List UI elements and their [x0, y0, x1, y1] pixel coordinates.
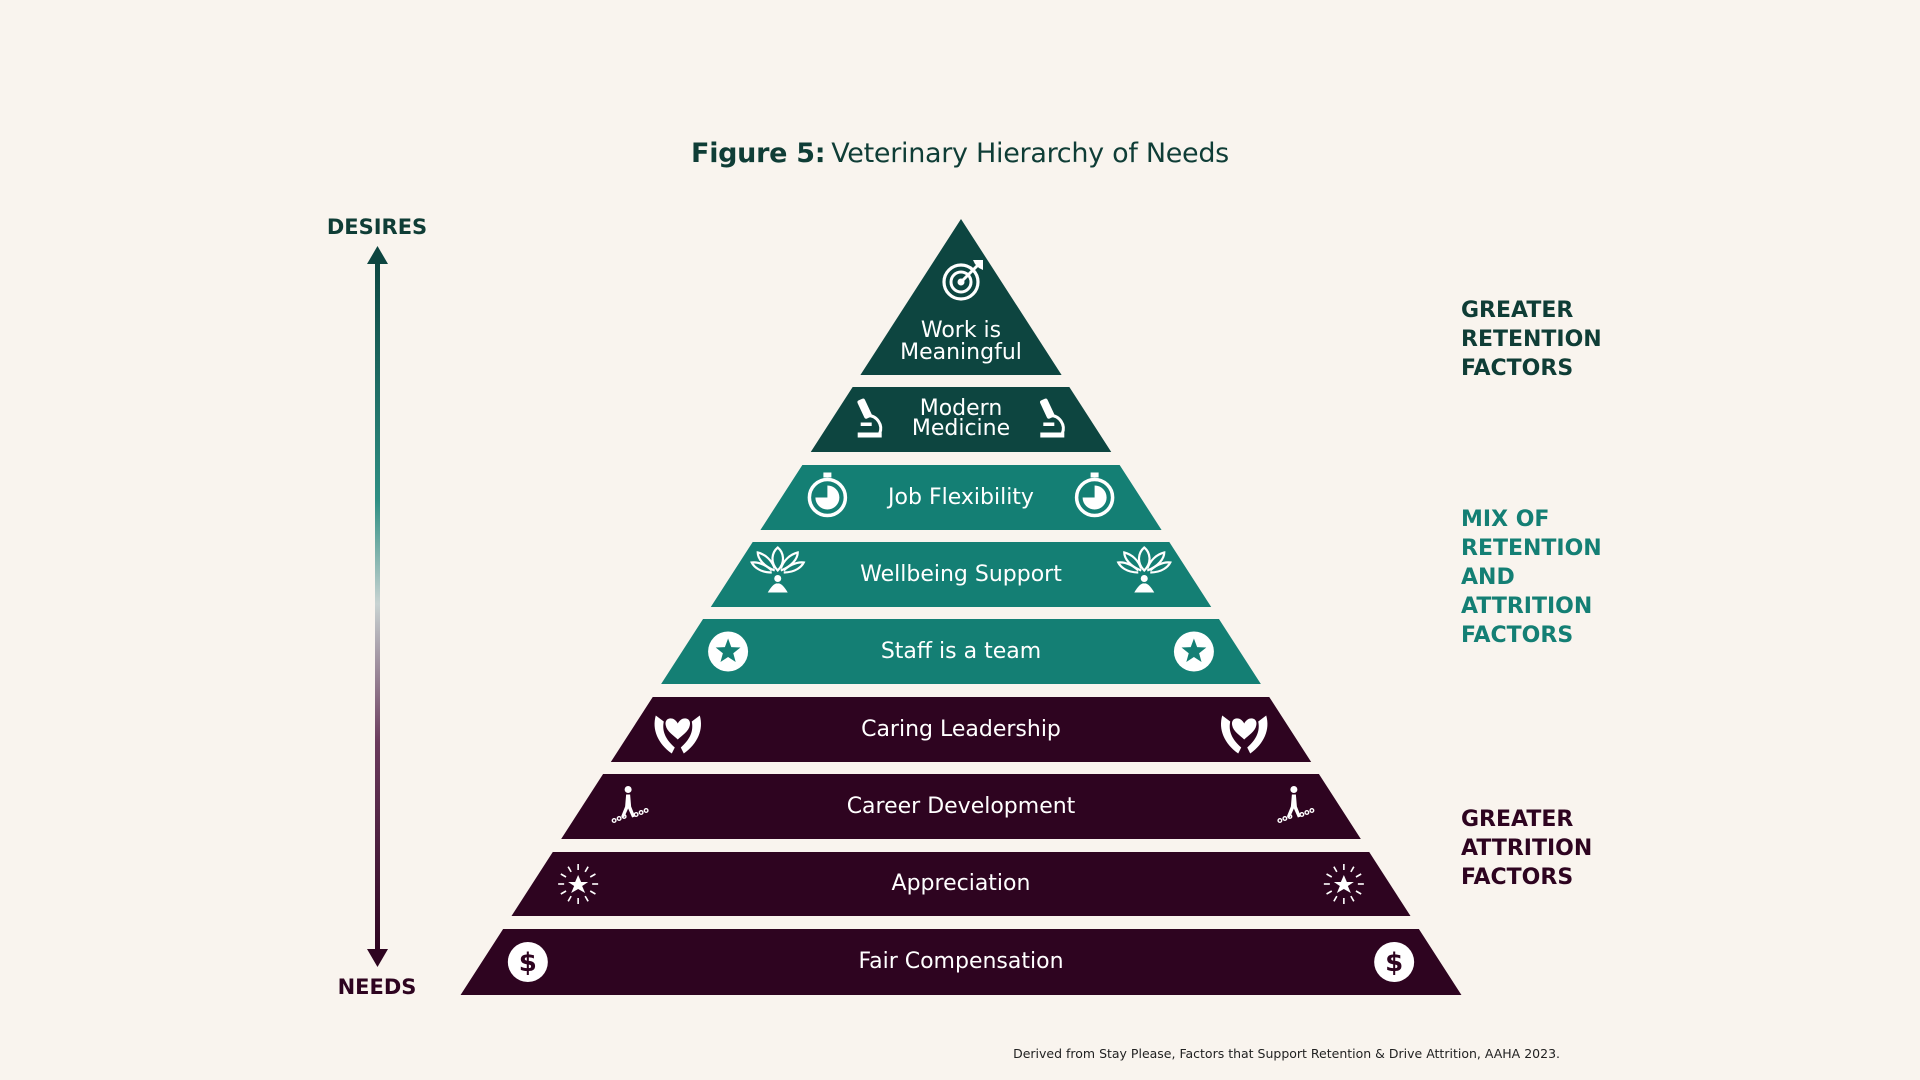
level-label-wellbeing-support: Wellbeing Support	[860, 561, 1062, 587]
level-label-career-development: Career Development	[846, 793, 1076, 819]
dollar-coin-icon: $	[507, 942, 548, 982]
pyramid-level-wellbeing-support	[710, 542, 1212, 607]
level-label-job-flexibility: Job Flexibility	[888, 484, 1034, 510]
heart-hands-icon	[654, 715, 701, 754]
microscope-icon	[857, 398, 883, 438]
level-label-appreciation: Appreciation	[891, 871, 1031, 896]
star-icon	[708, 631, 749, 672]
axis-bottom-label: NEEDS	[337, 975, 417, 999]
side-label-attrition: GREATER ATTRITION FACTORS	[1461, 807, 1593, 890]
pyramid-level-job-flexibility	[760, 465, 1162, 530]
source-note: Derived from Stay Please, Factors that S…	[1013, 1046, 1560, 1061]
pyramid-level-fair-compensation	[460, 929, 1462, 995]
star-icon	[1173, 631, 1214, 672]
lotus-icon	[750, 546, 806, 593]
axis-line	[375, 258, 380, 950]
pyramid-level-modern-medicine	[810, 387, 1112, 452]
arrow-down-icon	[367, 949, 388, 967]
svg-text:$: $	[519, 948, 537, 978]
sparkle-icon	[558, 864, 599, 904]
climbing-steps-icon	[611, 786, 649, 823]
side-label-mix: MIX OF RETENTION AND ATTRITION FACTORS	[1461, 507, 1602, 648]
stopwatch-icon	[807, 472, 848, 518]
level-label-fair-compensation: Fair Compensation	[858, 949, 1064, 974]
svg-text:$: $	[1385, 948, 1403, 978]
heart-hands-icon	[1221, 715, 1268, 754]
figure-title-text: Veterinary Hierarchy of Needs	[831, 138, 1229, 169]
axis-top-label: DESIRES	[326, 215, 428, 239]
pyramid-level-work-is-meaningful	[860, 219, 1062, 375]
level-label-work-is-meaningful: Work is Meaningful	[900, 318, 1022, 365]
pyramid-level-career-development	[561, 774, 1361, 839]
pyramid-level-appreciation	[511, 852, 1411, 916]
arrow-up-icon	[367, 246, 388, 264]
figure-title: Figure 5:Veterinary Hierarchy of Needs	[0, 138, 1920, 169]
side-label-retention: GREATER RETENTION FACTORS	[1461, 298, 1602, 381]
sparkle-icon	[1323, 864, 1364, 904]
stopwatch-icon	[1074, 472, 1115, 518]
climbing-steps-icon	[1277, 786, 1315, 823]
target-icon	[942, 260, 983, 301]
dollar-coin-icon: $	[1374, 942, 1415, 982]
lotus-icon	[1116, 546, 1172, 593]
pyramid-level-staff-is-a-team	[661, 619, 1261, 684]
level-label-staff-is-a-team: Staff is a team	[880, 638, 1042, 664]
level-label-caring-leadership: Caring Leadership	[861, 716, 1061, 742]
pyramid-level-caring-leadership	[610, 697, 1312, 762]
figure-number: Figure 5:	[691, 138, 826, 169]
microscope-icon	[1040, 398, 1065, 438]
level-label-modern-medicine: Modern Medicine	[911, 396, 1011, 441]
